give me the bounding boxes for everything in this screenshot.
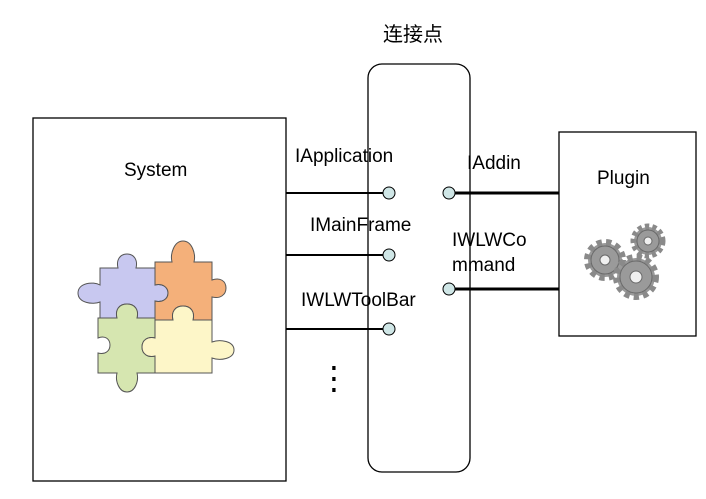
imainframe-dot [382, 248, 396, 262]
iwlwcommand-label-line1: IWLWCo [452, 230, 527, 251]
imainframe-label: IMainFrame [310, 215, 412, 236]
iapplication-label: IApplication [295, 146, 394, 167]
iapplication-dot [382, 186, 396, 200]
system-title: System [124, 160, 188, 181]
plugin-title: Plugin [597, 168, 650, 189]
plugin-box [558, 131, 697, 337]
iwlwcommand-dot [442, 282, 456, 296]
gears-icon [584, 223, 666, 300]
iwlwtoolbar-dot [382, 322, 396, 336]
puzzle-pieces-icon [77, 240, 235, 393]
iwlwcommand-label-line2: mmand [452, 255, 516, 276]
iwlwtoolbar-label: IWLWToolBar [301, 290, 416, 311]
iaddin-label: IAddin [467, 153, 521, 174]
ellipsis-vertical: ⋮ [318, 360, 350, 396]
connection-point-box [367, 63, 471, 473]
connection-point-title: 连接点 [383, 22, 443, 46]
iaddin-dot [442, 186, 456, 200]
